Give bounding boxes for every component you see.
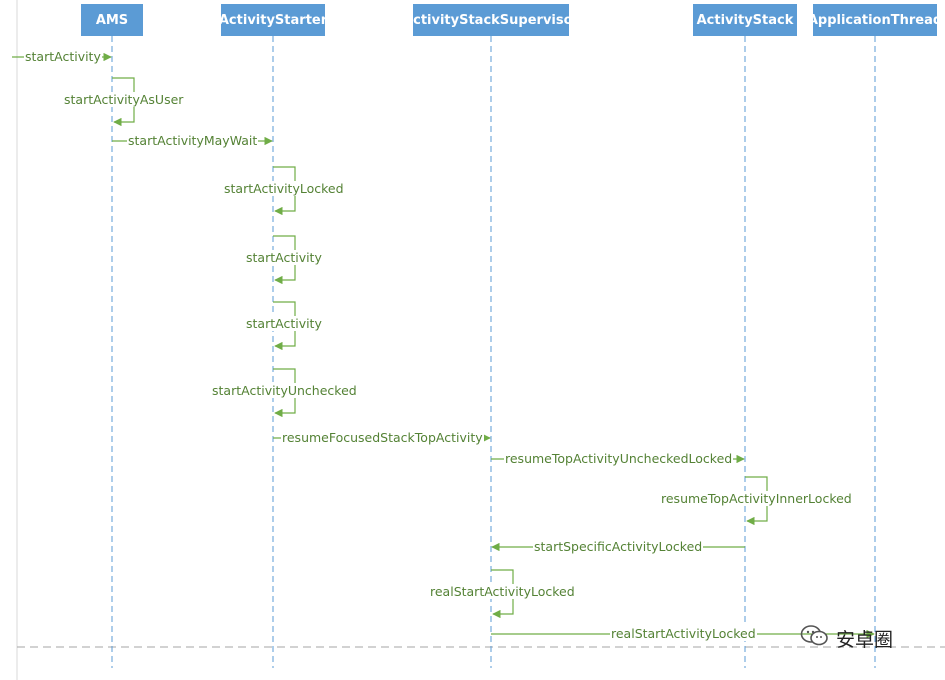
message-label: startActivityMayWait (127, 133, 259, 148)
actor-supervisor: ActivityStackSupervisor (403, 4, 579, 36)
message-label: resumeFocusedStackTopActivity (281, 430, 484, 445)
wechat-icon (800, 624, 830, 652)
watermark-text: 安卓圈 (836, 628, 894, 651)
message-label: startSpecificActivityLocked (533, 539, 704, 554)
message-label: startActivityAsUser (63, 92, 185, 107)
message-label: startActivityLocked (223, 181, 345, 196)
message-label: startActivity (24, 49, 102, 64)
actor-stack: ActivityStack (693, 4, 797, 36)
actor-appthread: ApplicationThread (808, 4, 942, 36)
actor-starter: ActivityStarter (219, 4, 327, 36)
message-label: realStartActivityLocked (429, 584, 576, 599)
message-label: resumeTopActivityUncheckedLocked (504, 451, 734, 466)
watermark: 安卓圈 (800, 624, 893, 652)
actor-ams: AMS (81, 4, 143, 36)
message-label: startActivity (245, 250, 323, 265)
message-label: resumeTopActivityInnerLocked (660, 491, 853, 506)
message-label: startActivityUnchecked (211, 383, 358, 398)
message-label: realStartActivityLocked (610, 626, 757, 641)
message-label: startActivity (245, 316, 323, 331)
